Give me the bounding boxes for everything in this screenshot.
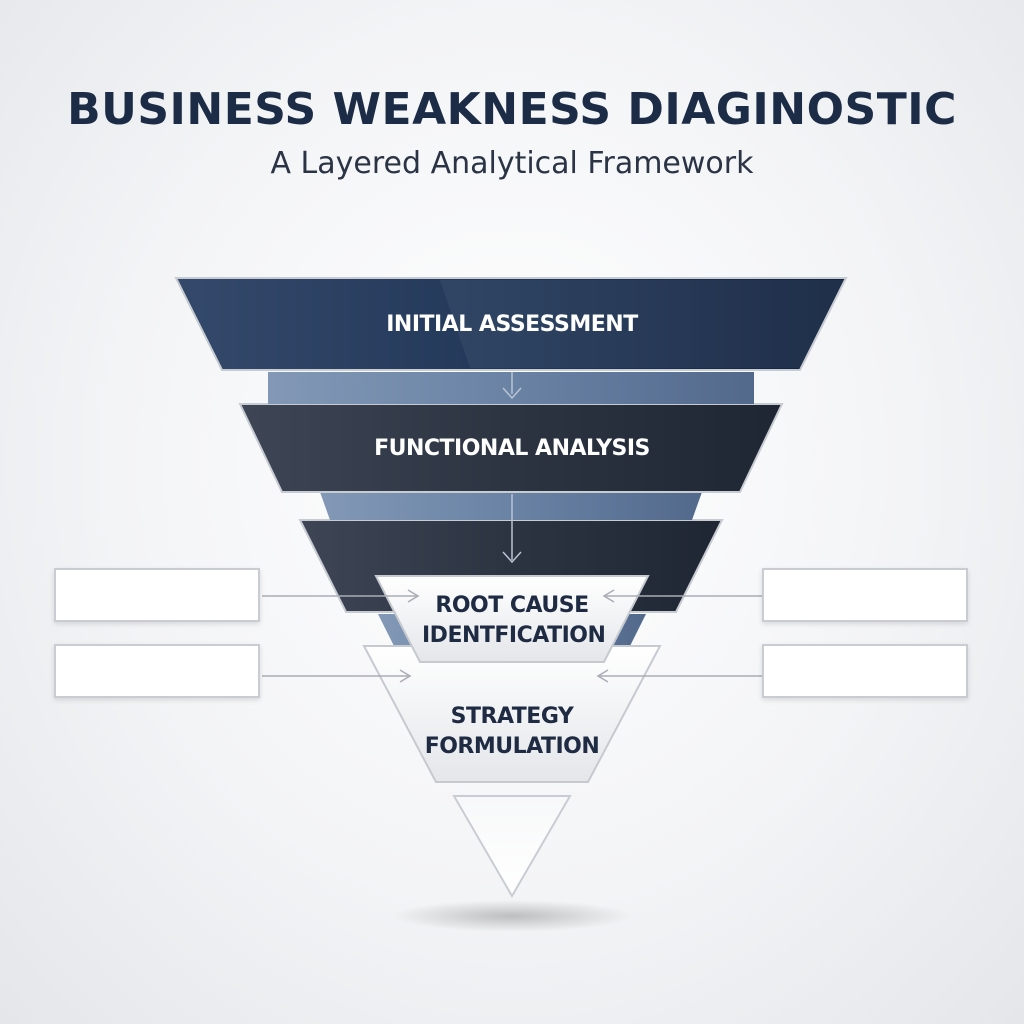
layer-functional-label: FUNCTIONAL ANALYSIS	[374, 436, 650, 461]
page-subtitle: A Layered Analytical Framework	[270, 146, 754, 181]
layer-initial-label: INITIAL ASSESSMENT	[386, 312, 638, 337]
floor-shadow	[392, 900, 632, 932]
band-steel-2	[320, 492, 702, 520]
side-box-left-top	[54, 568, 260, 622]
band-steel-1	[268, 372, 754, 404]
layer-initial-shape	[174, 277, 848, 371]
funnel-tip	[452, 795, 572, 898]
side-box-right-top	[762, 568, 968, 622]
layer-root-label: ROOT CAUSE IDENTFICATION	[422, 593, 606, 648]
right-arrow-2-head	[596, 669, 609, 683]
left-arrow-1-head	[407, 589, 420, 603]
side-box-right-bottom	[762, 644, 968, 698]
page-title: BUSINESS WEAKNESS DIAGINOSTIC	[67, 84, 957, 135]
left-arrow-2-head	[399, 669, 412, 683]
layer-root-shape	[374, 575, 650, 663]
down-arrow-1-head	[502, 387, 522, 400]
right-arrow-1-head	[602, 589, 615, 603]
side-box-left-bottom	[54, 644, 260, 698]
layer-initial-sheen	[440, 280, 846, 368]
layer-strategy-label: STRATEGY FORMULATION	[424, 704, 600, 759]
down-arrow-2-head	[502, 551, 522, 564]
